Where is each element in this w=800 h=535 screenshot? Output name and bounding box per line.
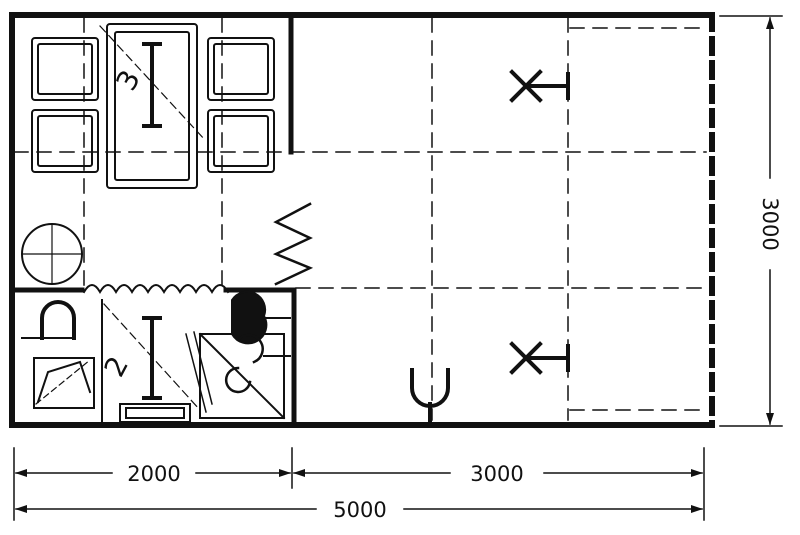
bed — [103, 303, 201, 411]
chair — [31, 37, 99, 101]
light-fixture-icon — [509, 69, 570, 103]
curtain — [82, 284, 230, 295]
nightstand — [119, 403, 191, 423]
interior-walls — [11, 12, 297, 428]
outlet-icon — [410, 368, 450, 426]
toilet-icon — [40, 300, 76, 340]
chair — [207, 109, 275, 173]
shower-icon — [185, 331, 286, 420]
outer-walls — [9, 12, 715, 428]
bed-number-2: 2 — [98, 351, 136, 382]
dining-table — [99, 23, 206, 189]
round-table — [21, 223, 83, 285]
sink-icon — [33, 357, 95, 409]
dimension-label-2000: 2000 — [127, 462, 180, 486]
chair — [31, 109, 99, 173]
folding-partition — [272, 202, 314, 286]
chair — [207, 37, 275, 101]
dimension-lines — [13, 15, 783, 521]
dimension-label-3000: 3000 — [470, 462, 523, 486]
dimension-label-height-3000: 3000 — [758, 197, 782, 250]
light-fixture-icon — [509, 341, 570, 375]
dimension-label-5000: 5000 — [333, 498, 386, 522]
